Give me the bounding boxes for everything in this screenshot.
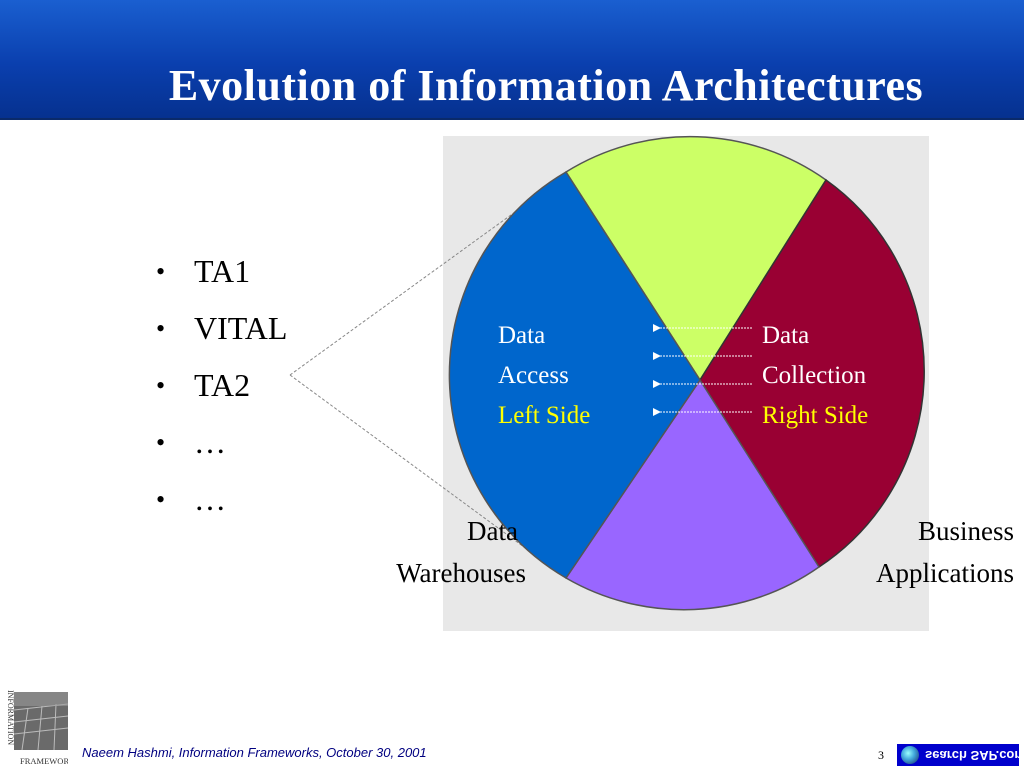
logo-text-frameworks: FRAMEWORKS: [20, 756, 68, 766]
bullet-item: • TA2: [156, 357, 287, 414]
bullet-text: …: [194, 424, 226, 460]
bottom-left-label-line1: Data: [467, 516, 518, 546]
slide-title: Evolution of Information Architectures: [168, 61, 924, 110]
bullet-item: •…: [156, 471, 287, 528]
logo-text-information: INFORMATION: [6, 690, 15, 745]
right-label-line3: Right Side: [762, 402, 869, 429]
sap-logo-text: search SAP.com: [925, 748, 1019, 763]
pie-wedge-left: [448, 170, 701, 580]
bottom-right-label-line2: Applications: [876, 558, 1014, 588]
bullet-list: •TA1 •VITAL •TA2 •… •…: [156, 243, 287, 528]
bullet-dot-icon: •: [156, 428, 166, 457]
left-label-line3: Left Side: [498, 402, 591, 429]
sap-globe-icon: [901, 746, 919, 764]
bullet-dot-icon: •: [156, 371, 166, 400]
page-number: 3: [878, 748, 884, 762]
bullet-text: VITAL: [194, 310, 288, 346]
sap-logo: search SAP.com: [897, 744, 1019, 766]
right-label-line1: Data: [762, 322, 810, 349]
bottom-left-label-line2: Warehouses: [396, 558, 526, 588]
information-frameworks-logo: INFORMATION FRAMEWORKS: [0, 690, 68, 768]
bullet-item: • TA1: [156, 243, 287, 300]
bullet-dot-icon: •: [156, 257, 166, 286]
bullet-text: TA2: [194, 367, 251, 403]
bullet-dot-icon: •: [156, 485, 166, 514]
bullet-text: TA1: [194, 253, 251, 289]
pie-wedge-top: [564, 135, 828, 382]
callout-line-top: [289, 177, 563, 376]
pie-wedge-bottom: [564, 378, 821, 611]
left-label-line2: Access: [498, 362, 569, 389]
title-bar: Evolution of Information Architectures: [0, 0, 1024, 120]
footer-credit: Naeem Hashmi, Information Frameworks, Oc…: [82, 745, 427, 760]
bullet-text: …: [194, 481, 226, 517]
bottom-right-label-line1: Business: [917, 516, 1014, 546]
left-label-line1: Data: [498, 322, 546, 349]
bullet-dot-icon: •: [156, 314, 166, 343]
right-label-line2: Collection: [762, 362, 867, 389]
pie-wedge-right: [699, 178, 925, 569]
bullet-item: •…: [156, 414, 287, 471]
callout-line-bottom: [289, 374, 563, 576]
bullet-item: • VITAL: [156, 300, 287, 357]
